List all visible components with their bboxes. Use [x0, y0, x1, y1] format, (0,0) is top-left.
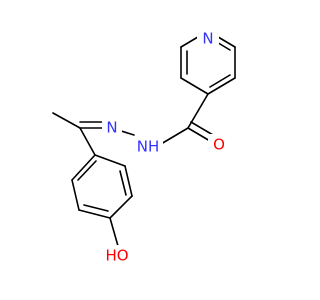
- bond: [180, 77, 209, 95]
- bond: [79, 127, 96, 156]
- bond: [207, 77, 236, 95]
- bond: [109, 195, 133, 219]
- bond: [71, 154, 96, 181]
- bond: [78, 209, 111, 219]
- bond: [71, 179, 80, 211]
- bond: [124, 165, 133, 197]
- bond: [187, 127, 211, 142]
- pyridine-nitrogen-label: N: [202, 30, 213, 48]
- bond: [109, 217, 119, 247]
- carbonyl-oxygen-label: O: [213, 136, 225, 154]
- hydrazone-nitrogen-label: N: [106, 119, 117, 137]
- bond: [94, 154, 126, 167]
- molecule-drawing: N O NH N HO: [52, 28, 236, 265]
- bond: [190, 121, 214, 136]
- amide-nh-label: NH: [137, 138, 160, 156]
- structure-canvas: N O NH N HO: [52, 28, 236, 265]
- bond: [160, 127, 189, 145]
- bond-inner: [77, 160, 97, 181]
- atom-labels: N O NH N HO: [102, 28, 230, 265]
- bond-inner: [209, 74, 231, 88]
- bond-inner: [83, 204, 109, 212]
- bond: [52, 112, 81, 129]
- bond-inner: [119, 170, 127, 196]
- hydroxyl-label: HO: [105, 247, 128, 265]
